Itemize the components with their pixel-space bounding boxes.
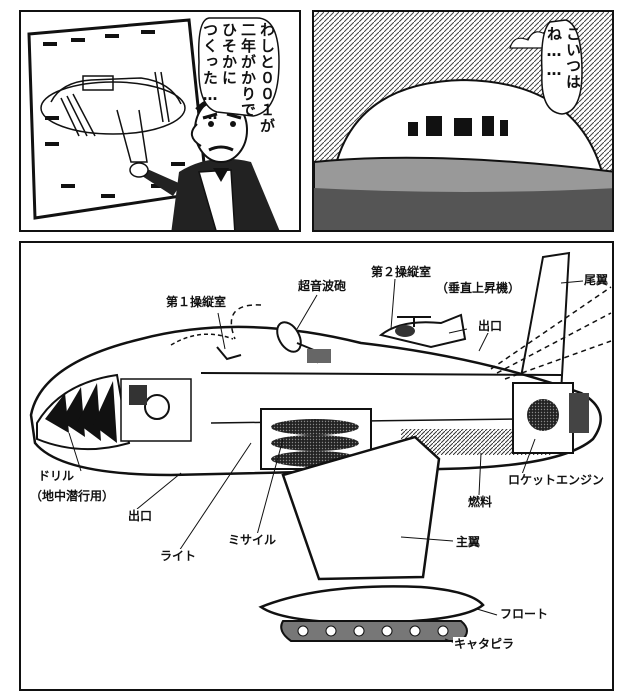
aircraft-cutaway-art [29, 251, 612, 644]
float [258, 585, 485, 625]
label-fuel: 燃料 [467, 495, 494, 509]
speech-bubble-professor: わしと００１が 二年がかりで ひそかに つくった…… [201, 20, 278, 134]
caterpillar-track [280, 620, 468, 642]
label-missile: ミサイル [227, 533, 278, 547]
label-caterpillar: キャタピラ [453, 637, 516, 651]
speech-bubble-shape-2 [540, 19, 583, 115]
speech-bubble-speaker: こいつは ね…… [544, 22, 582, 114]
label-main-wing: 主翼 [455, 535, 482, 549]
drill-art [36, 373, 131, 451]
tiny-figures-on-dome [408, 116, 508, 136]
sonic-gun-art [276, 321, 331, 364]
label-float: フロート [499, 607, 550, 621]
label-tail-wing: 尾翼 [584, 273, 609, 287]
cockpit1-canopy [170, 333, 234, 346]
panel-professor: わしと００１が 二年がかりで ひそかに つくった…… [19, 10, 301, 232]
leader-lines [68, 278, 584, 644]
dashed-lines [230, 286, 612, 380]
vtol-plane-art [378, 313, 467, 349]
label-exit-upper: 出口 [477, 319, 504, 333]
speech-line: ひそかに [220, 22, 238, 86]
label-exit-lower: 出口 [127, 509, 154, 523]
label-cockpit2: 第２操縦室 [370, 265, 433, 279]
panel-cutaway-diagram: 第１操縦室 第２操縦室 超音波砲 （垂直上昇機） 尾翼 出口 ドリル （地中潜行… [19, 241, 614, 691]
speech-line: ね…… [545, 26, 563, 80]
speech-bubble-shape-1 [197, 17, 280, 117]
blueprint-ship-drawing [40, 71, 186, 163]
rocket-engine-art [512, 382, 589, 454]
label-sonic-gun: 超音波砲 [297, 279, 348, 293]
label-vtol: （垂直上昇機） [435, 281, 522, 295]
main-wing [281, 435, 441, 581]
label-cockpit1: 第１操縦室 [165, 295, 228, 309]
panel-dome: こいつは ね…… [312, 10, 614, 232]
speech-line: こいつは [564, 26, 582, 90]
tail-fin [519, 251, 571, 395]
label-drill-note: （地中潜行用） [29, 489, 116, 503]
professor-blueprint-art [27, 17, 280, 230]
label-drill: ドリル [37, 469, 76, 483]
label-light: ライト [159, 549, 198, 563]
ground-shadow [314, 188, 612, 230]
speech-line: 二年がかりで [239, 22, 257, 118]
speech-line: わしと００１が [258, 22, 276, 134]
dome-scene-art [314, 12, 612, 230]
speech-line: つくった…… [201, 22, 219, 124]
label-rocket-engine: ロケットエンジン [507, 473, 606, 487]
cockpit1-seat [216, 346, 242, 361]
